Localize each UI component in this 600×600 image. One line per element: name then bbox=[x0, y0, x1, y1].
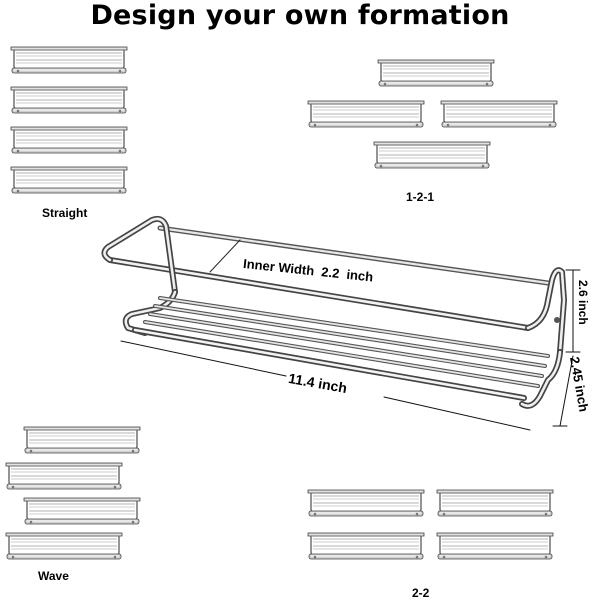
height-top-label: 2.6 inch bbox=[576, 280, 590, 325]
caption-2-2: 2-2 bbox=[412, 586, 430, 600]
caption-wave: Wave bbox=[38, 569, 69, 583]
formation-wave bbox=[5, 426, 141, 560]
main-rack-illustration bbox=[101, 215, 581, 431]
caption-1-2-1: 1-2-1 bbox=[406, 190, 435, 204]
formation-2-2 bbox=[307, 489, 554, 560]
page-title: Design your own formation bbox=[90, 0, 510, 31]
formation-1-2-1 bbox=[307, 59, 558, 169]
formation-straight bbox=[10, 46, 128, 194]
caption-straight: Straight bbox=[42, 206, 88, 220]
